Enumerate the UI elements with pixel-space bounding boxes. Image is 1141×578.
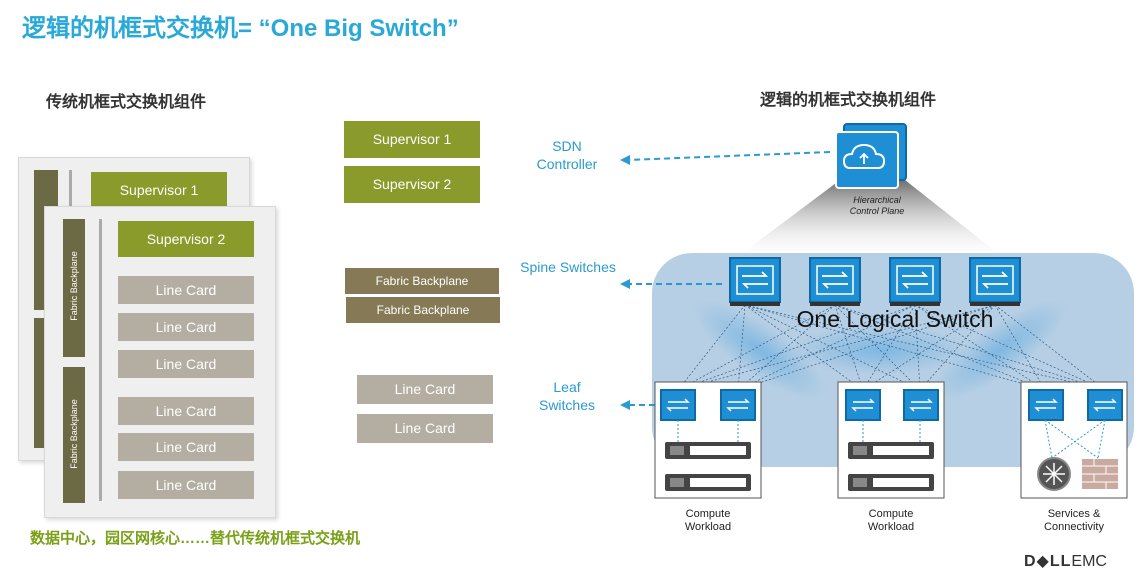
sdn-label: SDN Controller (536, 138, 598, 172)
control-plane-cone (740, 180, 1000, 255)
spine-label: Spine Switches (520, 259, 616, 275)
bottom-caption: 数据中心，园区网核心……替代传统机框式交换机 (30, 530, 361, 547)
mid-supervisor-2: Supervisor 2 (344, 166, 480, 203)
leaf-switches (660, 389, 1123, 421)
mid-line-card-1: Line Card (357, 375, 493, 404)
line-card: Line Card (118, 433, 254, 461)
control-plane-label: Hierarchical Control Plane (849, 195, 905, 216)
mid-line-card-2: Line Card (357, 414, 493, 443)
front-divider (99, 219, 102, 501)
dell-logo-text: D◆LL (1024, 553, 1072, 570)
mesh-lines (677, 304, 1106, 391)
sdn-arrow (627, 151, 831, 161)
load-balancer-icon (1037, 457, 1071, 491)
front-backplane-bar: Fabric Backplane (63, 367, 85, 503)
emc-logo-text: EMC (1071, 553, 1107, 570)
front-chassis: Fabric Backplane Fabric Backplane Superv… (44, 206, 276, 518)
line-card: Line Card (118, 276, 254, 304)
line-card: Line Card (118, 471, 254, 499)
line-card: Line Card (118, 313, 254, 341)
mid-backplane-1: Fabric Backplane (345, 268, 499, 294)
leaf-label: Leaf Switches (538, 379, 596, 413)
left-heading: 传统机框式交换机组件 (46, 94, 207, 111)
workload-caption: Compute Workload (684, 508, 732, 533)
sdn-controller-icon (835, 123, 907, 189)
line-card: Line Card (118, 350, 254, 378)
one-logical-switch-label: One Logical Switch (796, 306, 994, 332)
dell-emc-logo: D◆LLEMC (1024, 551, 1107, 571)
front-supervisor: Supervisor 2 (118, 221, 254, 257)
line-card: Line Card (118, 397, 254, 425)
page-title: 逻辑的机框式交换机= “One Big Switch” (22, 15, 459, 42)
firewall-icon (1082, 459, 1118, 489)
right-heading: 逻辑的机框式交换机组件 (760, 92, 937, 109)
workload-caption: Services & Connectivity (1044, 508, 1104, 533)
server-icons (665, 442, 934, 491)
workload-caption: Compute Workload (867, 508, 915, 533)
mid-backplane-2: Fabric Backplane (346, 297, 500, 323)
spine-switches (729, 257, 1021, 306)
front-backplane-bar: Fabric Backplane (63, 219, 85, 357)
mid-supervisor-1: Supervisor 1 (344, 121, 480, 158)
back-supervisor: Supervisor 1 (91, 172, 227, 208)
